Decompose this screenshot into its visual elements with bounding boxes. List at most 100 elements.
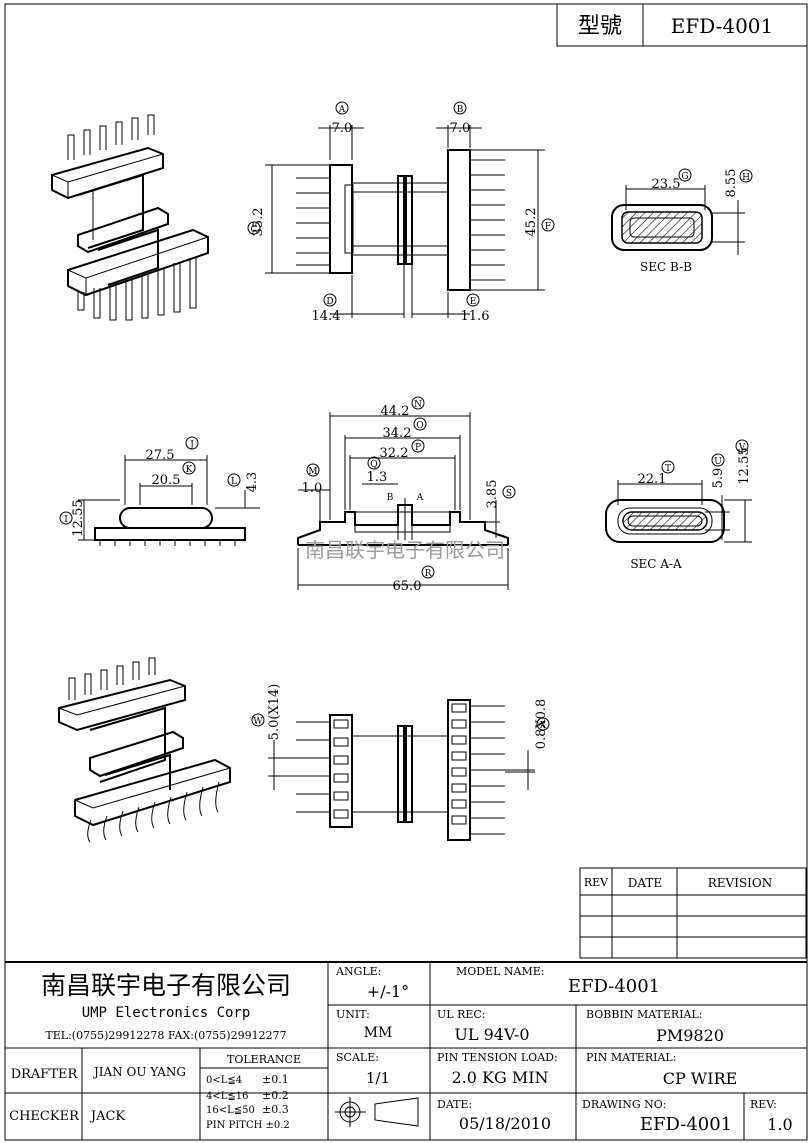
dim-a: 7.0 xyxy=(332,121,353,136)
title-block: 南昌联宇电子有限公司 UMP Electronics Corp TEL:(075… xyxy=(5,961,807,1140)
watermark: 南昌联宇电子有限公司 xyxy=(305,538,505,562)
dim-i: 12.55 xyxy=(71,499,86,536)
circle-d: D xyxy=(326,297,333,307)
scale-label: SCALE: xyxy=(336,1051,379,1064)
circle-w: W xyxy=(253,717,263,727)
dim-g: 23.5 xyxy=(652,177,681,192)
dim-r: 65.0 xyxy=(393,579,422,594)
rev-header: REV xyxy=(584,876,609,889)
bobbin-value: PM9820 xyxy=(656,1026,724,1045)
circle-b: B xyxy=(457,105,464,115)
ul-value: UL 94V-0 xyxy=(454,1025,529,1044)
dim-l: 4.3 xyxy=(245,472,260,493)
circle-h: H xyxy=(742,173,750,183)
pin-tension-label: PIN TENSION LOAD: xyxy=(437,1051,558,1064)
circle-l: L xyxy=(231,477,237,487)
circle-f: F xyxy=(545,222,551,232)
circle-x: X xyxy=(540,721,547,731)
angle-value: +/-1° xyxy=(367,982,409,1001)
dim-q: 1.3 xyxy=(367,470,388,485)
circle-s: S xyxy=(506,489,512,499)
dim-t: 22.1 xyxy=(638,472,667,487)
checker-value: JACK xyxy=(89,1109,126,1124)
sec-bb-label: SEC B-B xyxy=(640,260,692,274)
dim-j: 27.5 xyxy=(146,448,175,463)
circle-m: M xyxy=(308,467,317,477)
section-b-b: 23.5 G 8.55 H SEC B-B xyxy=(611,168,753,274)
dim-m: 1.0 xyxy=(302,481,323,496)
tolerance-tol-3: ±0.3 xyxy=(262,1103,289,1116)
circle-o: O xyxy=(416,421,423,431)
side-view: 27.5 J 20.5 K 4.3 L 12.55 I xyxy=(59,436,260,546)
bobbin-label: BOBBIN MATERIAL: xyxy=(586,1008,703,1021)
model-box: 型號 EFD-4001 xyxy=(556,3,808,47)
dim-v: 12.55 xyxy=(737,447,752,484)
circle-c: C xyxy=(251,225,258,235)
pin-tension-value: 2.0 KG MIN xyxy=(451,1068,548,1087)
isometric-view-bottom xyxy=(58,657,231,843)
pin-pitch: PIN PITCH ±0.2 xyxy=(206,1120,290,1131)
date-value: 05/18/2010 xyxy=(459,1114,551,1133)
isometric-view-top xyxy=(51,114,209,321)
dim-u: 5.9 xyxy=(711,468,726,489)
bottom-view: B A 44.2 N 34.2 O 32.2 P 1.3 Q 1.0 M 3.8… xyxy=(297,396,516,594)
tolerance-tol-2: ±0.2 xyxy=(262,1089,289,1102)
front-view: A 7.0 B 7.0 C 35.2 F 45.2 D 14.4 E xyxy=(247,101,555,324)
dim-k: 20.5 xyxy=(152,473,181,488)
circle-t: T xyxy=(665,464,671,474)
circle-p: P xyxy=(415,443,421,453)
drafter-label: DRAFTER xyxy=(11,1067,79,1082)
circle-e: E xyxy=(470,297,477,307)
company-name-cn: 南昌联宇电子有限公司 xyxy=(41,971,291,1000)
drawing-no-label: DRAWING NO: xyxy=(582,1098,667,1111)
circle-u: U xyxy=(714,457,722,467)
sec-aa-label: SEC A-A xyxy=(630,557,682,571)
sheet-border xyxy=(4,3,808,1141)
section-mark-a: A xyxy=(416,493,424,503)
circle-g: G xyxy=(681,172,688,182)
circle-i: I xyxy=(64,515,68,525)
unit-label: UNIT: xyxy=(336,1008,370,1021)
dim-s: 3.85 xyxy=(485,480,500,509)
revision-table: REV DATE REVISION xyxy=(579,867,807,959)
circle-n: N xyxy=(414,400,422,410)
unit-value: MM xyxy=(364,1025,393,1041)
top-view: 5.0(X14) W 0.8X0.8 X xyxy=(251,684,550,841)
tolerance-range-3: 16<L≦50 xyxy=(206,1105,255,1116)
model-value: EFD-4001 xyxy=(671,14,774,38)
tolerance-range-2: 4<L≦16 xyxy=(206,1091,249,1102)
dim-n: 44.2 xyxy=(381,404,410,419)
projection-symbol-icon xyxy=(335,1097,419,1127)
model-name-label: MODEL NAME: xyxy=(456,965,545,978)
tolerance-tol-1: ±0.1 xyxy=(262,1073,289,1086)
rev-label: REV: xyxy=(750,1098,777,1111)
ul-label: UL REC: xyxy=(437,1008,486,1021)
date-label: DATE: xyxy=(437,1098,472,1111)
tolerance-title: TOLERANCE xyxy=(227,1053,301,1066)
drafter-value: JIAN OU YANG xyxy=(92,1065,186,1079)
circle-a: A xyxy=(338,105,346,115)
dim-c: 35.2 xyxy=(251,208,266,237)
circle-q: Q xyxy=(370,460,377,470)
dim-p: 32.2 xyxy=(380,446,409,461)
circle-v: V xyxy=(738,443,746,453)
rev-value: 1.0 xyxy=(767,1115,792,1134)
checker-label: CHECKER xyxy=(9,1109,80,1124)
dim-w: 5.0(X14) xyxy=(267,684,282,741)
pin-material-label: PIN MATERIAL: xyxy=(586,1051,676,1064)
dim-b: 7.0 xyxy=(450,121,471,136)
circle-k: K xyxy=(186,465,193,475)
section-a-a: 22.1 T 5.9 U 12.55 V SEC A-A xyxy=(605,439,752,571)
dim-d: 14.4 xyxy=(312,309,341,324)
circle-r: R xyxy=(425,569,432,579)
dim-h: 8.55 xyxy=(724,169,739,198)
section-mark-b: B xyxy=(387,493,394,503)
dim-o: 34.2 xyxy=(383,426,412,441)
date-header: DATE xyxy=(628,876,662,890)
dim-e: 11.6 xyxy=(461,309,490,324)
circle-j: J xyxy=(189,440,194,450)
scale-value: 1/1 xyxy=(366,1069,390,1087)
dim-f: 45.2 xyxy=(524,208,539,237)
revision-header: REVISION xyxy=(708,876,773,890)
